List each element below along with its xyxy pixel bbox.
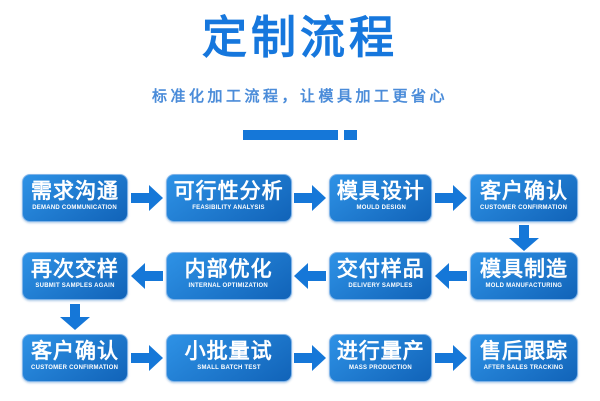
step-label-zh: 进行量产 [336,340,425,364]
step-demand-communication: 需求沟通 DEMAND COMMUNICATION [22,174,128,222]
step-mould-design: 模具设计 MOULD DESIGN [329,174,433,222]
step-label-en: FEASIBILITY ANALYSIS [192,203,265,211]
flow-row-2: 再次交样 SUBMIT SAMPLES AGAIN 内部优化 INTERNAL … [22,252,578,300]
step-customer-confirmation-2: 客户确认 CUSTOMER CONFIRMATION [22,334,128,382]
flow-arrow-left-icon [435,263,468,289]
title-underline-square-icon [344,130,357,140]
step-label-zh: 模具设计 [336,180,425,204]
step-label-en: SMALL BATCH TEST [196,363,261,371]
step-label-zh: 内部优化 [184,258,273,282]
flow-arrow-left-icon [130,263,163,289]
flow-arrow-right-icon [130,345,163,371]
step-label-en: MOLD MANUFACTURING [485,281,563,289]
step-label-zh: 需求沟通 [31,180,119,204]
flow-arrow-right-icon [435,345,468,371]
step-mass-production: 进行量产 MASS PRODUCTION [329,334,433,382]
step-delivery-samples: 交付样品 DELIVERY SAMPLES [329,252,433,300]
step-label-en: DELIVERY SAMPLES [348,281,413,289]
step-label-zh: 可行性分析 [173,180,284,204]
step-label-zh: 交付样品 [336,258,425,282]
flow-arrow-right-icon [435,185,468,211]
step-customer-confirmation-1: 客户确认 CUSTOMER CONFIRMATION [469,174,578,222]
flow-arrow-right-icon [294,345,327,371]
step-internal-optimization: 内部优化 INTERNAL OPTIMIZATION [165,252,292,300]
page-subtitle: 标准化加工流程，让模具加工更省心 [151,88,448,105]
step-submit-samples-again: 再次交样 SUBMIT SAMPLES AGAIN [22,252,128,300]
step-label-zh: 客户确认 [479,180,568,204]
flow-arrow-right-icon [130,185,163,211]
step-mold-manufacturing: 模具制造 MOLD MANUFACTURING [469,252,578,300]
page-title: 定制流程 [201,12,398,63]
flow-arrow-right-icon [294,185,327,211]
step-label-en: CUSTOMER CONFIRMATION [31,363,119,371]
title-underline-bar-icon [243,130,338,140]
flow-arrow-down-icon [60,304,90,330]
title-underline [0,130,600,140]
step-label-zh: 再次交样 [31,258,119,282]
step-after-sales-tracking: 售后跟踪 AFTER SALES TRACKING [469,334,578,382]
step-label-en: AFTER SALES TRACKING [484,363,564,371]
step-label-zh: 客户确认 [31,340,119,364]
flow-row-1: 需求沟通 DEMAND COMMUNICATION 可行性分析 FEASIBIL… [22,174,578,222]
step-label-en: DEMAND COMMUNICATION [32,203,118,211]
flow-row-3: 客户确认 CUSTOMER CONFIRMATION 小批量试 SMALL BA… [22,334,578,382]
step-label-en: CUSTOMER CONFIRMATION [480,203,568,211]
step-label-en: SUBMIT SAMPLES AGAIN [35,281,115,289]
step-label-en: MASS PRODUCTION [349,363,413,371]
step-label-zh: 售后跟踪 [479,340,568,364]
step-label-en: MOULD DESIGN [356,203,406,211]
step-label-zh: 小批量试 [184,340,273,364]
step-label-zh: 模具制造 [479,258,568,282]
step-feasibility-analysis: 可行性分析 FEASIBILITY ANALYSIS [165,174,292,222]
step-small-batch-test: 小批量试 SMALL BATCH TEST [165,334,292,382]
step-label-en: INTERNAL OPTIMIZATION [188,281,269,289]
flow-arrow-left-icon [294,263,327,289]
flow-arrow-down-icon [509,225,539,251]
